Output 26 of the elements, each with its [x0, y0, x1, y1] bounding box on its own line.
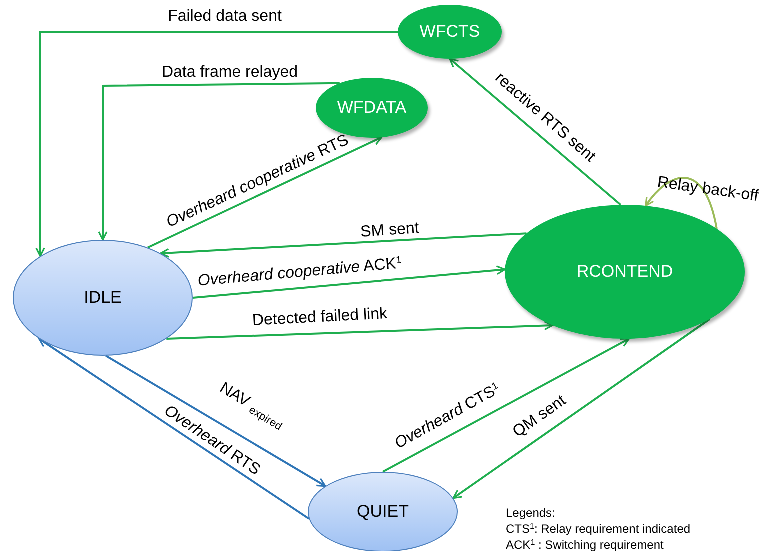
- state-name: QUIET: [357, 501, 409, 524]
- arrow: [36, 31, 398, 258]
- legend-text: Legends:: [506, 505, 556, 521]
- arrow: [452, 318, 710, 500]
- arrow: [106, 355, 326, 488]
- state-name: WFDATA: [337, 97, 407, 120]
- arrow: [160, 232, 527, 258]
- edge-label: Relay back-off: [656, 174, 760, 206]
- edge-label: Overheard cooperative ACK$^{1}$: [197, 256, 403, 290]
- edge-label: Detected failed link: [252, 306, 388, 330]
- state-name: RCONTEND: [576, 261, 674, 284]
- arrow: [449, 58, 622, 206]
- state-name: IDLE: [84, 287, 122, 310]
- arrow: [645, 177, 718, 230]
- arrow: [192, 266, 506, 299]
- arrow: [166, 321, 554, 340]
- legend-text: CTS$^{1}$: Relay requirement indicated: [506, 521, 691, 537]
- edge-label: SM sent: [360, 220, 420, 242]
- arrow: [98, 82, 340, 241]
- state-name: WFCTS: [420, 21, 480, 44]
- edge-label: Failed data sent: [168, 9, 282, 25]
- arrow: [38, 338, 310, 520]
- arrow: [382, 338, 630, 473]
- edge-label: Data frame relayed: [162, 65, 298, 81]
- edge-label: QM sent: [510, 393, 570, 441]
- arrow: [148, 136, 383, 249]
